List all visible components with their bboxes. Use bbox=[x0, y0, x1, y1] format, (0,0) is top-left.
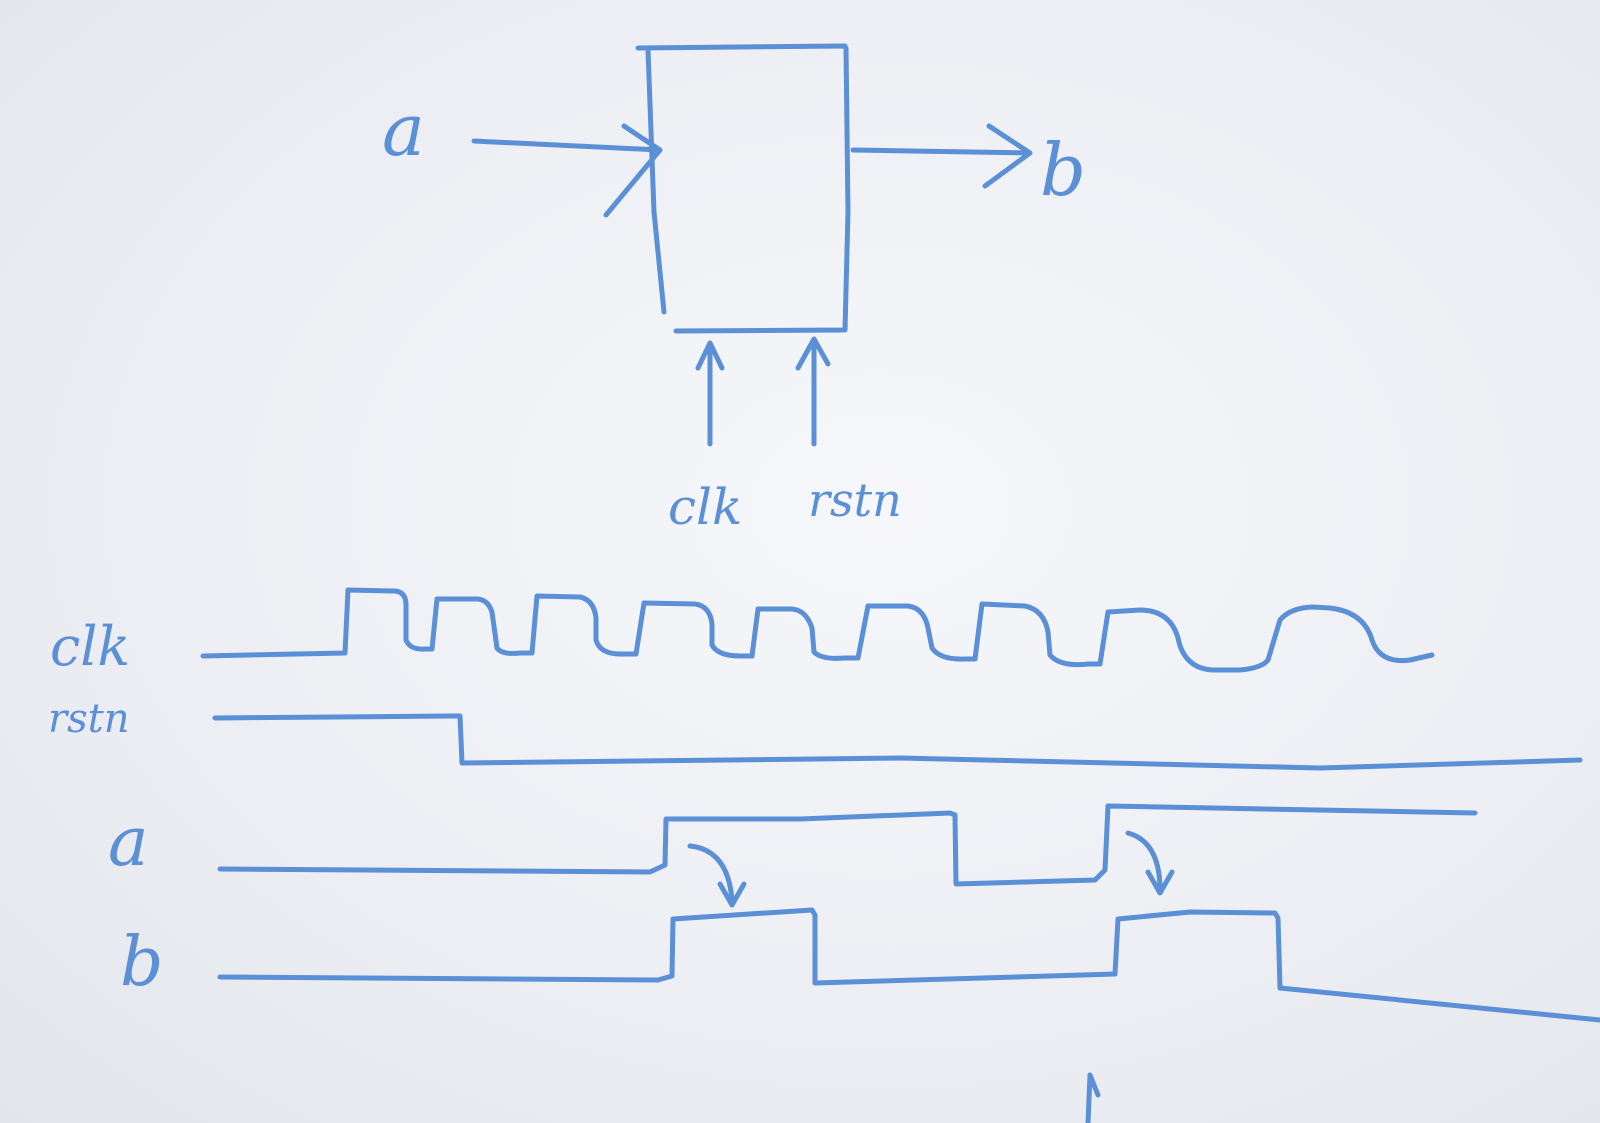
clock-arrow bbox=[695, 340, 725, 447]
b-signal-label: b bbox=[120, 923, 164, 1002]
a-waveform bbox=[217, 803, 1478, 887]
a-signal-label: a bbox=[108, 803, 149, 882]
causality-arrow-2 bbox=[1125, 830, 1175, 896]
block-diagram: a b clk rstn bbox=[382, 43, 1086, 536]
clk-waveform bbox=[200, 587, 1435, 673]
partial-stroke bbox=[1085, 1072, 1101, 1123]
input-arrow bbox=[471, 123, 663, 218]
rstn-waveform bbox=[212, 713, 1583, 771]
clk-signal-label: clk bbox=[50, 615, 130, 678]
causality-arrow-1 bbox=[687, 843, 747, 908]
module-box bbox=[635, 43, 851, 334]
input-label: a bbox=[382, 88, 425, 172]
b-waveform bbox=[217, 907, 1600, 1023]
output-label: b bbox=[1040, 128, 1086, 212]
timing-diagram: clk rstn a b bbox=[48, 587, 1600, 1123]
reset-label: rstn bbox=[808, 473, 902, 527]
rstn-signal-label: rstn bbox=[48, 696, 129, 742]
output-arrow bbox=[850, 123, 1033, 189]
clock-label: clk bbox=[668, 478, 742, 536]
reset-arrow bbox=[795, 336, 831, 447]
